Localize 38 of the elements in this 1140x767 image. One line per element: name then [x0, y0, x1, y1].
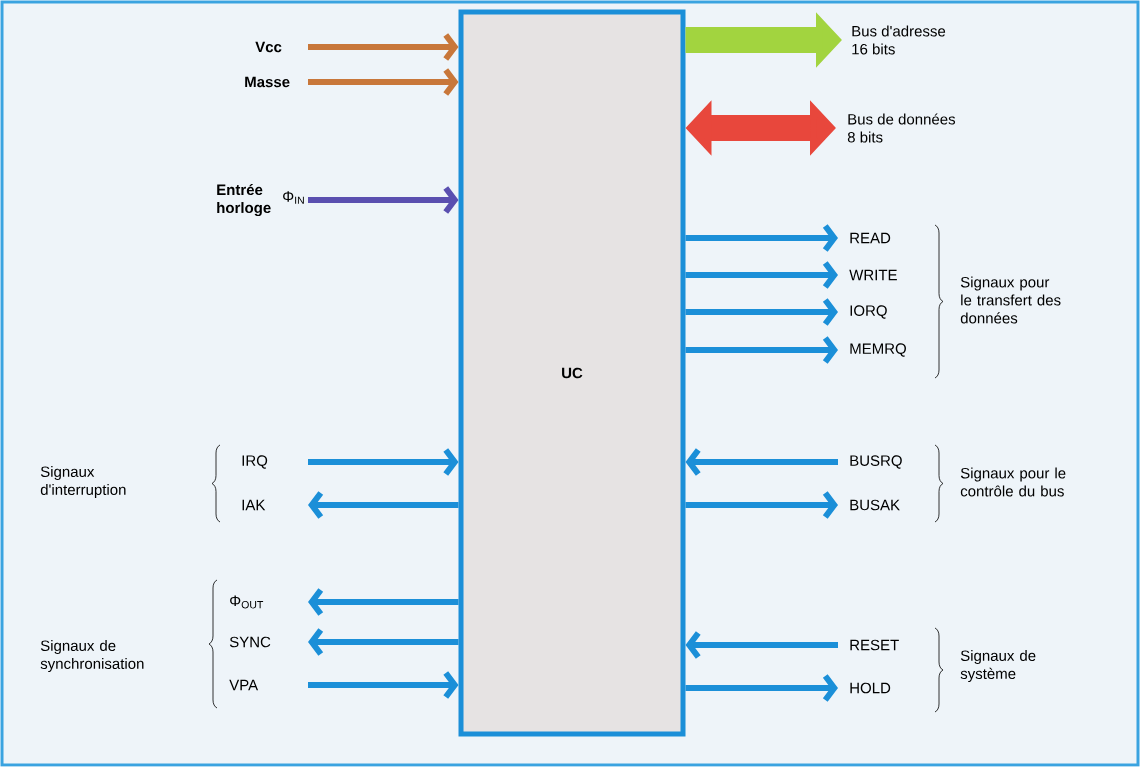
- arrow: [685, 261, 838, 289]
- signal-label: BUSRQ: [850, 455, 902, 469]
- signal-label: Vcc: [255, 41, 282, 53]
- arrow: [685, 298, 838, 326]
- group-label: Signaux pour le transfert des données: [960, 276, 1061, 324]
- signal-label: IAK: [242, 499, 266, 511]
- group-label: Signaux de synchronisation: [40, 640, 144, 672]
- arrow: [308, 628, 459, 656]
- signal-label: MEMRQ: [850, 343, 906, 357]
- arrow: [685, 224, 838, 252]
- arrow: [308, 33, 459, 61]
- signal-label: SYNC: [229, 636, 271, 648]
- signal-label: Φ$_{OUT}$: [230, 595, 264, 609]
- arrow: [308, 671, 459, 699]
- arrow: [308, 491, 459, 519]
- arrow: [308, 588, 459, 616]
- signal-label: Bus d'adresse 16 bits: [852, 25, 946, 55]
- signal-label: VPA: [229, 679, 259, 691]
- arrow: [308, 186, 459, 214]
- signal-label: IRQ: [242, 455, 268, 469]
- arrow: [685, 491, 838, 519]
- signal-label: WRITE: [849, 269, 897, 281]
- group-label: Signaux pour le contrôle du bus: [960, 467, 1066, 497]
- processor-box: UC: [458, 9, 686, 737]
- signal-label: READ: [850, 232, 891, 244]
- arrow: [685, 336, 838, 364]
- arrow: [308, 68, 459, 96]
- arrow: [308, 448, 459, 476]
- signal-label: BUSAK: [850, 499, 900, 511]
- signal-label: Entrée horloge Φ$_{IN}$: [217, 183, 304, 217]
- signal-label: IORQ: [850, 305, 887, 319]
- group-label: Signaux d'interruption: [40, 466, 126, 498]
- signal-label: HOLD: [850, 682, 891, 694]
- signal-label: Bus de données 8 bits: [847, 113, 956, 143]
- signal-label: Masse: [245, 76, 290, 88]
- signal-label: RESET: [850, 639, 899, 651]
- arrow: [685, 674, 838, 702]
- group-label: Signaux de système: [960, 650, 1036, 682]
